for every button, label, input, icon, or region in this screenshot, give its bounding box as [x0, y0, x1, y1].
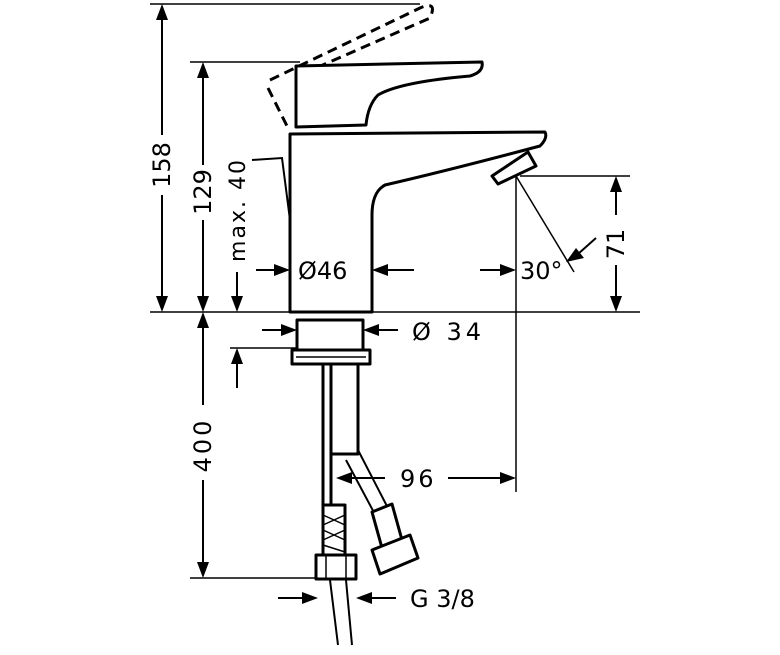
faucet-outline: [251, 4, 548, 646]
extension-lines: [150, 3, 640, 579]
dim-label-body-diameter: Ø46: [298, 257, 347, 285]
dim-label-shank-diameter: Ø 34: [412, 318, 485, 346]
faucet-body: [288, 130, 548, 314]
dim-label-129: 129: [189, 169, 217, 215]
dim-label-angle: 30°: [520, 257, 563, 285]
dim-label-158: 158: [148, 142, 176, 188]
dim-label-max-40: max. 40: [226, 158, 251, 262]
aerator: [490, 150, 538, 186]
connector-nut-straight: [314, 553, 358, 581]
dim-label-71: 71: [602, 229, 630, 260]
dimension-lines: [156, 4, 622, 604]
hose-tail: [329, 579, 353, 646]
raised-lever-dashed: [269, 4, 434, 82]
hose-bent: [345, 449, 391, 521]
hose-straight: [321, 362, 333, 516]
dim-label-96: 96: [400, 465, 437, 493]
dim-label-thread: G 3/8: [410, 585, 475, 613]
popup-rod: [251, 156, 291, 221]
connector-nut-bent: [370, 533, 420, 576]
shank: [295, 318, 365, 352]
braid-straight: [321, 503, 347, 557]
lever-handle: [294, 60, 484, 129]
dim-label-400: 400: [189, 418, 217, 473]
threaded-rod: [328, 362, 360, 456]
